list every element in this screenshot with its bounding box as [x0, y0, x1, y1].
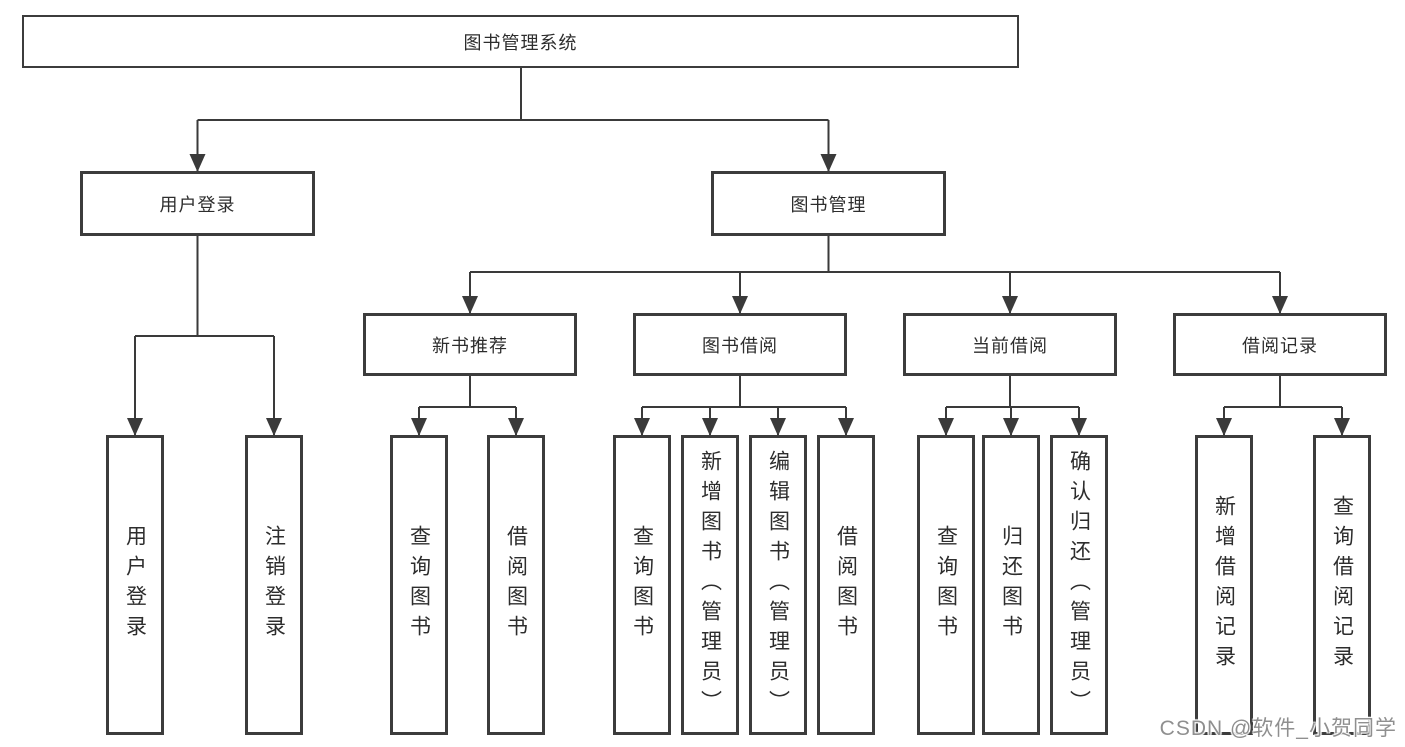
leaf-label: 查询借阅记录	[1330, 495, 1354, 675]
node-return-books: 归还图书	[982, 435, 1040, 735]
leaf-label: 新增图书（管理员）	[698, 450, 722, 720]
leaf-label: 编辑图书（管理员）	[766, 450, 790, 720]
node-borrow-books-recommend: 借阅图书	[487, 435, 545, 735]
node-book-management: 图书管理	[711, 171, 946, 236]
leaf-label: 借阅图书	[504, 525, 528, 645]
leaf-label: 注销登录	[262, 525, 286, 645]
leaf-label: 归还图书	[999, 525, 1023, 645]
node-user-login: 用户登录	[80, 171, 315, 236]
node-book-borrow: 图书借阅	[633, 313, 847, 376]
node-borrow-books-leaf: 借阅图书	[817, 435, 875, 735]
node-add-book-admin: 新增图书（管理员）	[681, 435, 739, 735]
node-add-borrow-record: 新增借阅记录	[1195, 435, 1253, 735]
leaf-label: 查询图书	[407, 525, 431, 645]
node-confirm-return-admin: 确认归还（管理员）	[1050, 435, 1108, 735]
leaf-label: 借阅图书	[834, 525, 858, 645]
node-current-borrow: 当前借阅	[903, 313, 1117, 376]
leaf-label: 查询图书	[934, 525, 958, 645]
node-query-books-current: 查询图书	[917, 435, 975, 735]
leaf-label: 查询图书	[630, 525, 654, 645]
node-query-books-borrow: 查询图书	[613, 435, 671, 735]
node-root: 图书管理系统	[22, 15, 1019, 68]
node-user-login-leaf: 用户登录	[106, 435, 164, 735]
node-new-book-recommend: 新书推荐	[363, 313, 577, 376]
node-query-books-recommend: 查询图书	[390, 435, 448, 735]
node-query-borrow-record: 查询借阅记录	[1313, 435, 1371, 735]
node-logout-leaf: 注销登录	[245, 435, 303, 735]
leaf-label: 新增借阅记录	[1212, 495, 1236, 675]
csdn-watermark: CSDN @软件_小贺同学	[1159, 717, 1397, 740]
leaf-label: 确认归还（管理员）	[1067, 450, 1091, 720]
node-borrow-records: 借阅记录	[1173, 313, 1387, 376]
leaf-label: 用户登录	[123, 525, 147, 645]
node-edit-book-admin: 编辑图书（管理员）	[749, 435, 807, 735]
